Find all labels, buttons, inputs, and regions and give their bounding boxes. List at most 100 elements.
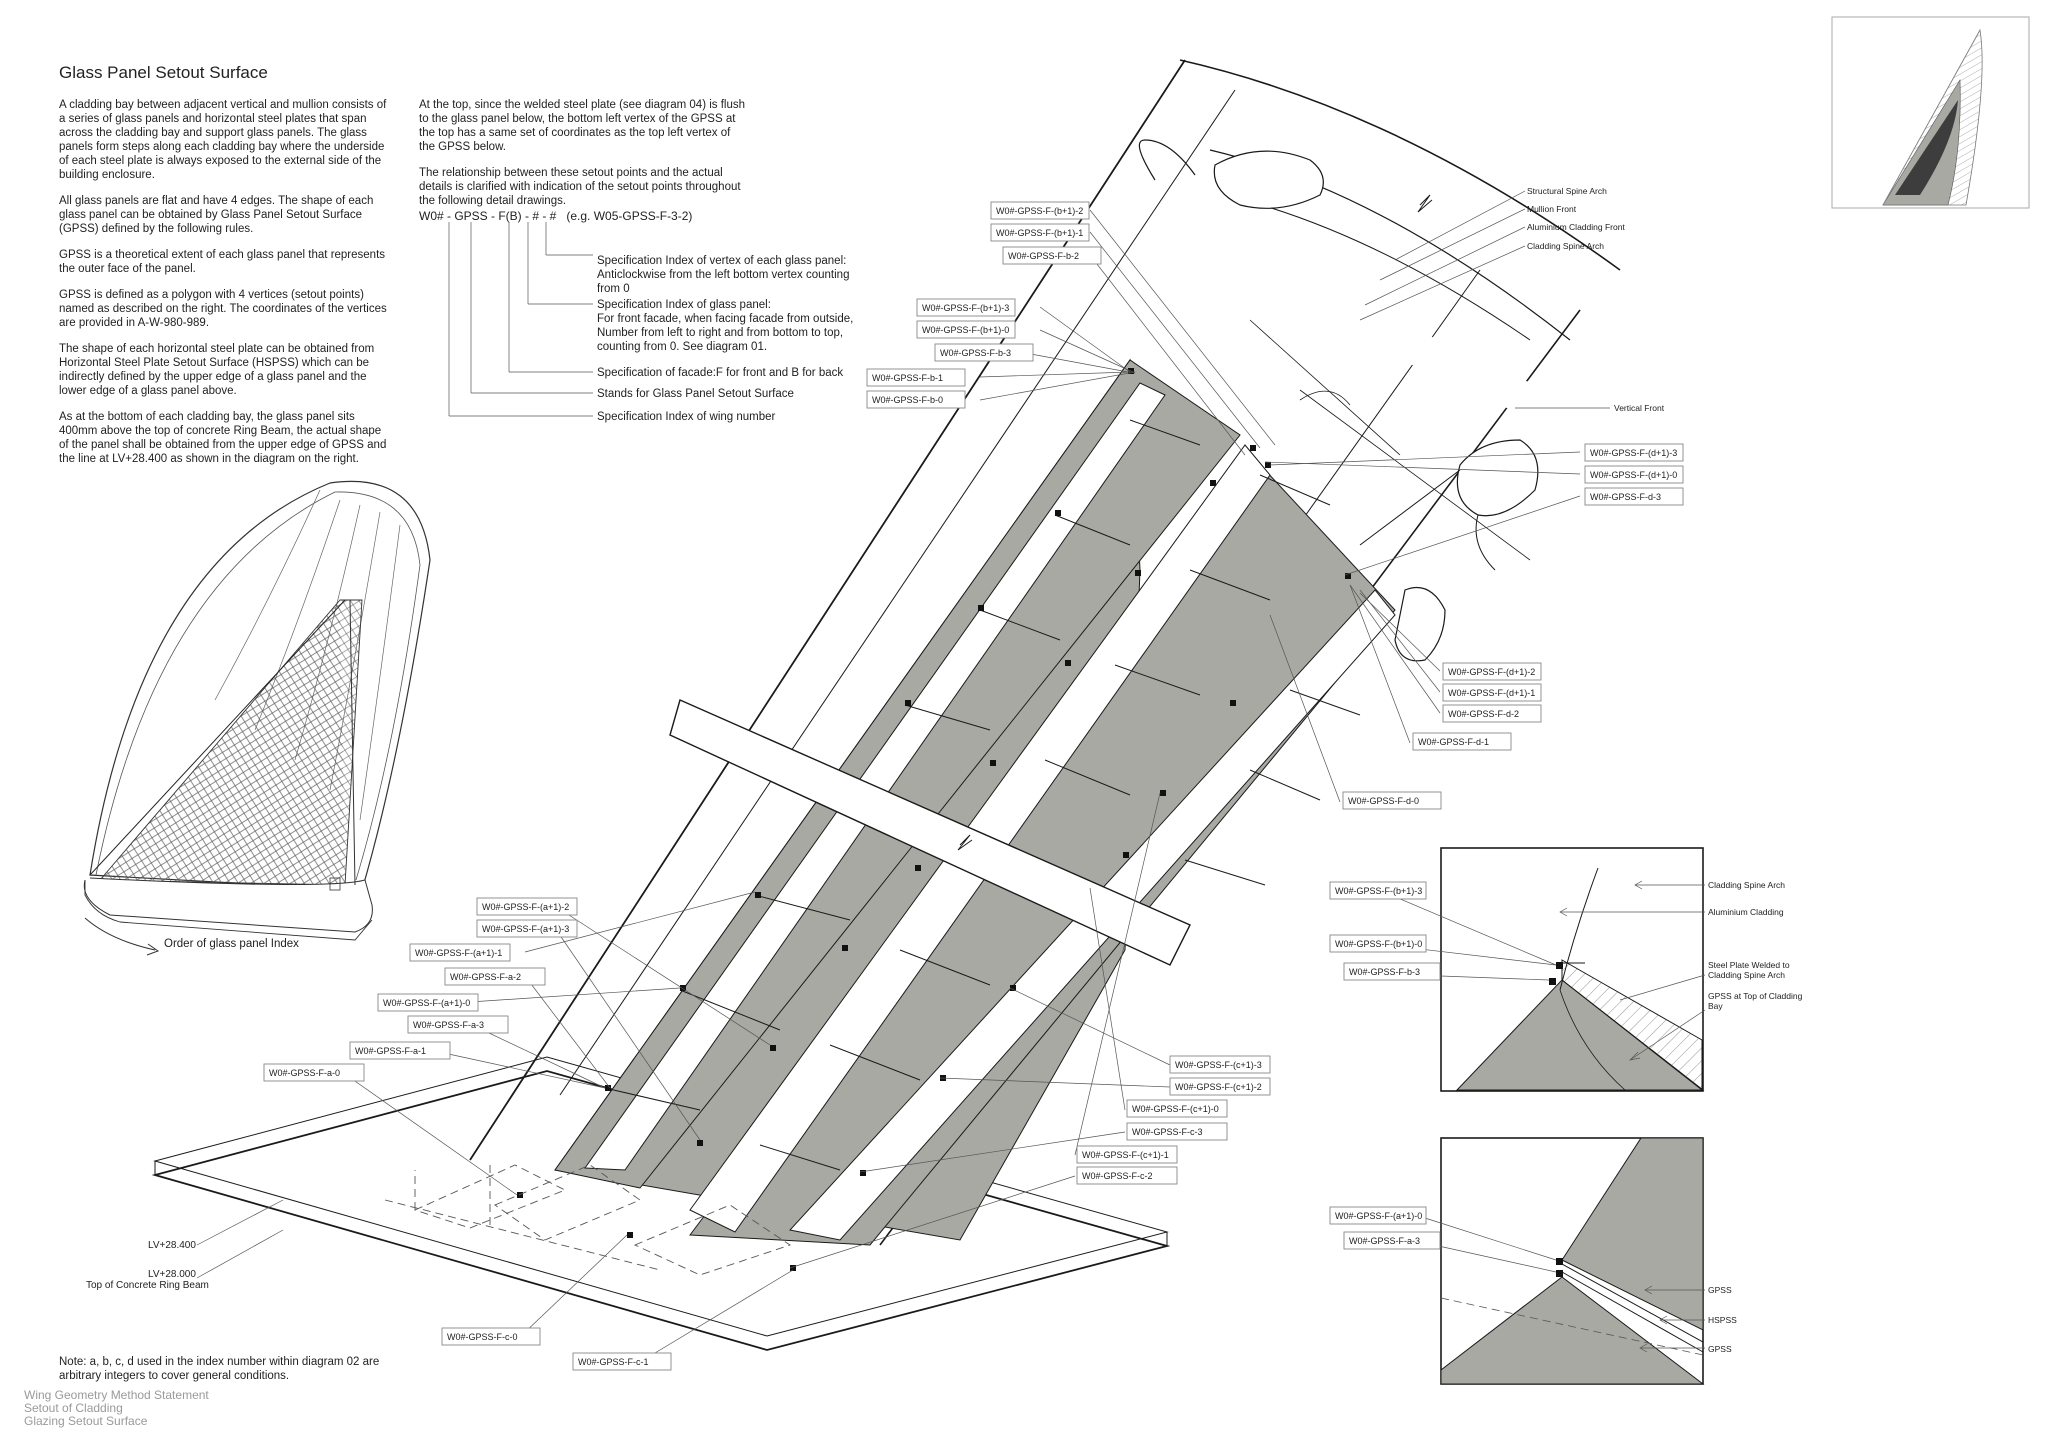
callout-label: W0#-GPSS-F-(c+1)-3 — [1175, 1060, 1262, 1070]
callout-box: W0#-GPSS-F-(b+1)-1 — [990, 223, 1090, 242]
naming-formula: W0# - GPSS - F(B) - # - # (e.g. W05-GPSS… — [419, 209, 692, 223]
level-28400: LV+28.400 — [148, 1240, 196, 1251]
legend-vertex: Specification Index of vertex of each gl… — [597, 255, 850, 295]
intro-text: A cladding bay between adjacent vertical… — [59, 98, 389, 478]
callout-box: W0#-GPSS-F-(c+1)-1 — [1076, 1145, 1178, 1164]
callout-box: W0#-GPSS-F-c-3 — [1126, 1122, 1228, 1141]
paragraph: The relationship between these setout po… — [419, 167, 741, 207]
callout-box: W0#-GPSS-F-b-0 — [866, 390, 966, 409]
paragraph: At the top, since the welded steel plate… — [419, 99, 746, 153]
callout-label: W0#-GPSS-F-d-2 — [1448, 709, 1519, 719]
callout-box: W0#-GPSS-F-d-3 — [1584, 487, 1684, 506]
callout-box: W0#-GPSS-F-(d+1)-1 — [1442, 683, 1542, 702]
component-label: Aluminium Cladding — [1708, 907, 1784, 917]
legend-panel: Specification Index of glass panel: For … — [597, 299, 854, 353]
level-ring-beam: Top of Concrete Ring Beam — [86, 1280, 209, 1291]
paragraph: The shape of each horizontal steel plate… — [59, 343, 375, 397]
callout-box: W0#-GPSS-F-(b+1)-0 — [916, 320, 1016, 339]
paragraph: As at the bottom of each cladding bay, t… — [59, 411, 387, 465]
footer-line: Setout of Cladding — [24, 1401, 123, 1415]
callout-box: W0#-GPSS-F-(b+1)-3 — [916, 298, 1016, 317]
component-label: Structural Spine Arch — [1527, 186, 1607, 196]
callout-box: W0#-GPSS-F-(d+1)-0 — [1584, 465, 1684, 484]
callout-label: W0#-GPSS-F-a-3 — [413, 1020, 484, 1030]
callout-box: W0#-GPSS-F-(b+1)-2 — [990, 201, 1090, 220]
callout-label: W0#-GPSS-F-(c+1)-0 — [1132, 1104, 1219, 1114]
callout-box: W0#-GPSS-F-(a+1)-0 — [377, 993, 479, 1012]
page-title: Glass Panel Setout Surface — [59, 63, 268, 82]
callout-box: W0#-GPSS-F-a-1 — [349, 1041, 451, 1060]
order-caption: Order of glass panel Index — [164, 938, 299, 950]
callout-box: W0#-GPSS-F-a-3 — [1343, 1231, 1441, 1250]
callout-label: W0#-GPSS-F-b-2 — [1008, 251, 1079, 261]
callout-label: W0#-GPSS-F-(b+1)-1 — [996, 228, 1083, 238]
detail-bottom-gpss-hspss — [1424, 1137, 1705, 1385]
callout-label: W0#-GPSS-F-a-2 — [450, 972, 521, 982]
callout-box: W0#-GPSS-F-(b+1)-0 — [1329, 934, 1427, 953]
callout-label: W0#-GPSS-F-b-3 — [1349, 967, 1420, 977]
footer-line: Glazing Setout Surface — [24, 1414, 148, 1428]
callout-label: W0#-GPSS-F-b-3 — [940, 348, 1011, 358]
callout-label: W0#-GPSS-F-(b+1)-2 — [996, 206, 1083, 216]
callout-label: W0#-GPSS-F-c-3 — [1132, 1127, 1203, 1137]
sheet-footer: Wing Geometry Method Statement Setout of… — [24, 1389, 209, 1428]
callout-box: W0#-GPSS-F-(a+1)-0 — [1329, 1206, 1427, 1225]
callout-label: W0#-GPSS-F-(a+1)-3 — [482, 924, 569, 934]
callout-label: W0#-GPSS-F-(b+1)-3 — [922, 303, 1009, 313]
legend-facade: Specification of facade:F for front and … — [597, 367, 844, 379]
callout-label: W0#-GPSS-F-(c+1)-2 — [1175, 1082, 1262, 1092]
callout-label: W0#-GPSS-F-(a+1)-1 — [415, 948, 502, 958]
callout-box: W0#-GPSS-F-(a+1)-3 — [476, 919, 578, 938]
callout-box: W0#-GPSS-F-d-1 — [1412, 732, 1512, 751]
legend-wing: Specification Index of wing number — [597, 411, 776, 423]
component-label: GPSS — [1708, 1344, 1732, 1354]
callout-box: W0#-GPSS-F-b-1 — [866, 368, 966, 387]
callout-label: W0#-GPSS-F-(a+1)-2 — [482, 902, 569, 912]
callout-box: W0#-GPSS-F-a-0 — [263, 1063, 365, 1082]
wing-3d-view — [83, 480, 431, 956]
callout-box: W0#-GPSS-F-c-1 — [572, 1352, 672, 1371]
detail-top-cladding-bay — [1385, 847, 1706, 1092]
key-plan-thumbnail — [1831, 16, 2030, 209]
paragraph: GPSS is a theoretical extent of each gla… — [59, 249, 386, 275]
main-axonometric-view — [151, 59, 1621, 1351]
component-label: Cladding Spine Arch — [1527, 241, 1604, 251]
callout-box: W0#-GPSS-F-(b+1)-3 — [1329, 881, 1427, 900]
callout-label: W0#-GPSS-F-c-0 — [447, 1332, 518, 1342]
component-label: HSPSS — [1708, 1315, 1737, 1325]
callout-box: W0#-GPSS-F-d-2 — [1442, 704, 1542, 723]
component-label: Cladding Spine Arch — [1708, 880, 1785, 890]
setout-text: At the top, since the welded steel plate… — [419, 98, 749, 220]
callout-label: W0#-GPSS-F-(a+1)-0 — [383, 998, 470, 1008]
callout-box: W0#-GPSS-F-b-3 — [934, 343, 1034, 362]
callout-label: W0#-GPSS-F-(c+1)-1 — [1082, 1150, 1169, 1160]
callout-boxes: W0#-GPSS-F-(b+1)-2W0#-GPSS-F-(b+1)-1W0#-… — [263, 201, 1684, 1371]
callout-label: W0#-GPSS-F-b-0 — [872, 395, 943, 405]
callout-label: W0#-GPSS-F-b-1 — [872, 373, 943, 383]
callout-label: W0#-GPSS-F-(d+1)-0 — [1590, 470, 1677, 480]
callout-box: W0#-GPSS-F-(c+1)-3 — [1169, 1055, 1271, 1074]
paragraph: GPSS is defined as a polygon with 4 vert… — [59, 289, 387, 329]
callout-label: W0#-GPSS-F-(b+1)-0 — [1335, 939, 1422, 949]
callout-box: W0#-GPSS-F-d-0 — [1342, 791, 1442, 810]
callout-label: W0#-GPSS-F-(b+1)-3 — [1335, 886, 1422, 896]
callout-label: W0#-GPSS-F-a-1 — [355, 1046, 426, 1056]
callout-label: W0#-GPSS-F-a-0 — [269, 1068, 340, 1078]
formula-example: (e.g. W05-GPSS-F-3-2) — [566, 209, 693, 223]
callout-box: W0#-GPSS-F-b-3 — [1343, 962, 1441, 981]
callout-box: W0#-GPSS-F-c-2 — [1076, 1166, 1178, 1185]
callout-label: W0#-GPSS-F-(d+1)-3 — [1590, 448, 1677, 458]
footnote: Note: a, b, c, d used in the index numbe… — [59, 1356, 380, 1382]
callout-label: W0#-GPSS-F-d-0 — [1348, 796, 1419, 806]
callout-box: W0#-GPSS-F-a-3 — [407, 1015, 509, 1034]
legend-gpss: Stands for Glass Panel Setout Surface — [597, 388, 794, 400]
callout-box: W0#-GPSS-F-a-2 — [444, 967, 546, 986]
formula: W0# - GPSS - F(B) - # - # — [419, 209, 557, 223]
callout-label: W0#-GPSS-F-c-2 — [1082, 1171, 1153, 1181]
component-label: Vertical Front — [1614, 403, 1665, 413]
callout-label: W0#-GPSS-F-c-1 — [578, 1357, 649, 1367]
callout-label: W0#-GPSS-F-d-1 — [1418, 737, 1489, 747]
callout-box: W0#-GPSS-F-(a+1)-1 — [409, 943, 511, 962]
